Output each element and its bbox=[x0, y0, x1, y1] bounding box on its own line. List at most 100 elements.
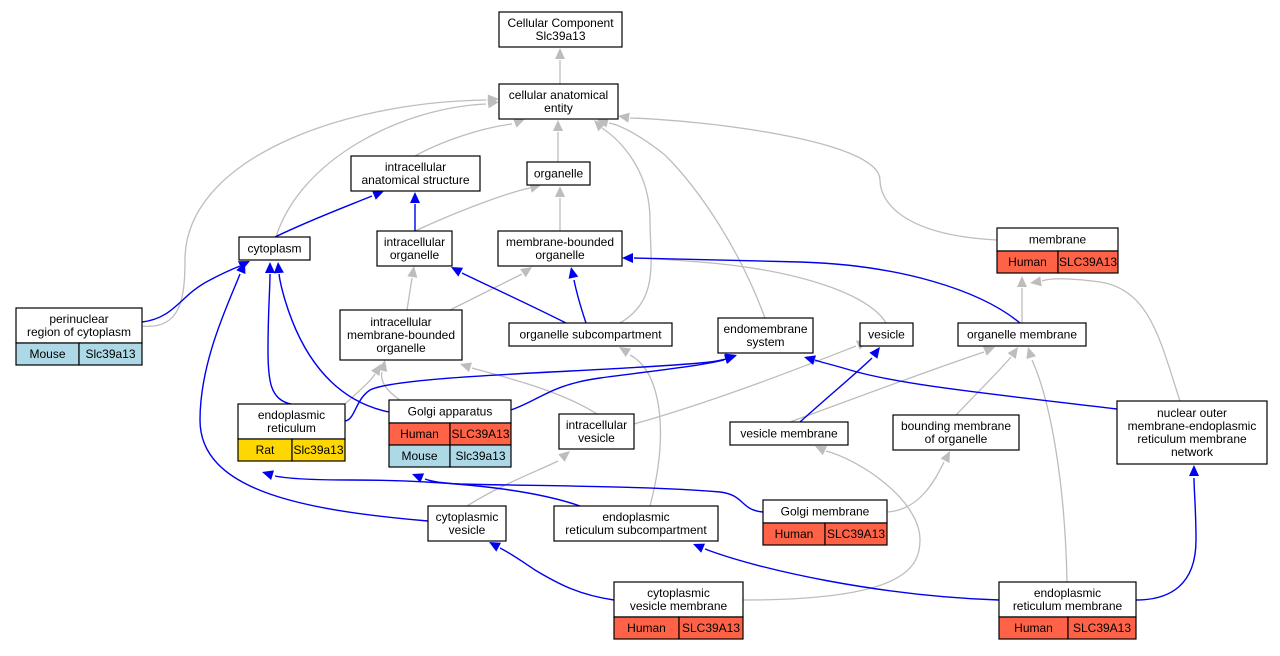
edge-org-subcomp-to-intra-org bbox=[451, 267, 567, 324]
node-org-subcomp: organelle subcompartment bbox=[508, 322, 673, 347]
node-nuclear-outer: nuclear outermembrane-endoplasmicreticul… bbox=[1116, 400, 1268, 465]
node-label: region of cytoplasm bbox=[27, 325, 131, 339]
edge-er-to-imbo bbox=[344, 364, 381, 405]
edge-perinuclear-to-cae bbox=[141, 94, 499, 327]
node-label: membrane-bounded bbox=[506, 235, 614, 249]
edge-golgi-to-cytoplasm bbox=[273, 262, 390, 413]
node-label: vesicle membrane bbox=[740, 427, 838, 441]
node-cytoplasm: cytoplasm bbox=[238, 236, 311, 261]
node-label: Slc39a13 bbox=[535, 29, 585, 43]
edge-golgi-to-imbo bbox=[377, 360, 401, 401]
edge-er-subcomp-to-org-subcomp bbox=[619, 347, 662, 507]
edge-intra-vesicle-to-imbo bbox=[460, 362, 598, 415]
edge-er-subcomp-to-er bbox=[262, 470, 581, 507]
edge-vesicle-membrane-to-vesicle bbox=[799, 347, 880, 423]
node-vesicle: vesicle bbox=[859, 322, 914, 347]
node-label: membrane-endoplasmic bbox=[1128, 419, 1257, 433]
edge-org-subcomp-to-cae bbox=[594, 120, 652, 324]
node-label: entity bbox=[544, 101, 573, 115]
species-name: Mouse bbox=[401, 449, 437, 463]
edge-vesicle-to-mbo bbox=[622, 253, 887, 324]
edge-organelle-to-cae bbox=[553, 120, 563, 162]
node-label: cytoplasm bbox=[247, 242, 301, 256]
node-label: reticulum membrane bbox=[1137, 432, 1247, 446]
edge-intra-org-to-ias bbox=[410, 192, 420, 231]
species-tag-human: Human SLC39A13 bbox=[388, 422, 512, 446]
node-label: vesicle membrane bbox=[630, 599, 728, 613]
species-tag-mouse: Mouse Slc39a13 bbox=[388, 444, 512, 468]
edge-nuclear-outer-to-membrane bbox=[1030, 276, 1181, 402]
node-label: intracellular bbox=[370, 315, 431, 329]
edge-erm-to-org-membrane bbox=[1026, 347, 1068, 583]
species-name: Rat bbox=[256, 443, 275, 457]
node-label: organelle bbox=[534, 167, 584, 181]
gene-symbol: Slc39a13 bbox=[85, 347, 135, 361]
node-label: cytoplasmic bbox=[647, 586, 710, 600]
node-label: endomembrane bbox=[723, 322, 807, 336]
edge-golgi-to-endomembrane bbox=[510, 354, 736, 411]
edge-cvm-to-vesicle-membrane bbox=[742, 446, 921, 601]
edge-cytoplasm-to-ias bbox=[274, 190, 384, 238]
node-label: organelle bbox=[535, 248, 585, 262]
node-label: vesicle bbox=[868, 328, 905, 342]
node-label: organelle bbox=[376, 341, 426, 355]
node-label: Cellular Component bbox=[507, 16, 614, 30]
edge-cyto-vesicle-to-intra-vesicle bbox=[466, 451, 570, 507]
node-label: reticulum membrane bbox=[1013, 599, 1123, 613]
gene-symbol: SLC39A13 bbox=[682, 621, 740, 635]
species-name: Human bbox=[1014, 621, 1053, 635]
node-label: reticulum bbox=[267, 421, 316, 435]
edge-er-to-cytoplasm bbox=[265, 262, 292, 405]
species-name: Human bbox=[1008, 255, 1047, 269]
edges-layer bbox=[141, 48, 1199, 601]
node-label: perinuclear bbox=[49, 312, 108, 326]
gene-symbol: Slc39a13 bbox=[455, 449, 505, 463]
gene-symbol: SLC39A13 bbox=[1059, 255, 1117, 269]
edge-golgi-membrane-to-golgi bbox=[412, 473, 764, 513]
edge-golgi-membrane-to-bounding-membrane bbox=[886, 451, 950, 513]
species-name: Mouse bbox=[29, 347, 65, 361]
edge-cae-to-cc-root bbox=[555, 48, 565, 84]
node-label: intracellular bbox=[566, 418, 627, 432]
species-name: Human bbox=[400, 427, 439, 441]
node-label: intracellular bbox=[385, 160, 446, 174]
node-label: cellular anatomical bbox=[509, 88, 608, 102]
node-label: intracellular bbox=[384, 235, 445, 249]
node-label: endoplasmic bbox=[602, 510, 669, 524]
gene-symbol: SLC39A13 bbox=[451, 427, 509, 441]
edge-perinuclear-to-cytoplasm bbox=[141, 261, 250, 323]
node-label: membrane bbox=[1029, 233, 1087, 247]
node-label: organelle bbox=[390, 248, 440, 262]
edge-bounding-membrane-to-org-membrane bbox=[955, 347, 1018, 416]
node-label: of organelle bbox=[925, 432, 988, 446]
edge-org-subcomp-to-mbo bbox=[568, 267, 587, 324]
node-label: organelle subcompartment bbox=[519, 328, 662, 342]
species-tag-mouse: Mouse Slc39a13 bbox=[15, 342, 143, 366]
node-label: nuclear outer bbox=[1157, 406, 1227, 420]
node-label: membrane-bounded bbox=[347, 328, 455, 342]
edge-vesicle-membrane-to-org-membrane bbox=[789, 346, 995, 423]
node-label: vesicle bbox=[578, 431, 615, 445]
node-label: bounding membrane bbox=[901, 419, 1011, 433]
node-label: endoplasmic bbox=[1034, 586, 1101, 600]
node-label: cytoplasmic bbox=[436, 510, 499, 524]
edge-cvm-to-cyto-vesicle bbox=[489, 542, 615, 601]
node-label: endoplasmic bbox=[258, 408, 325, 422]
